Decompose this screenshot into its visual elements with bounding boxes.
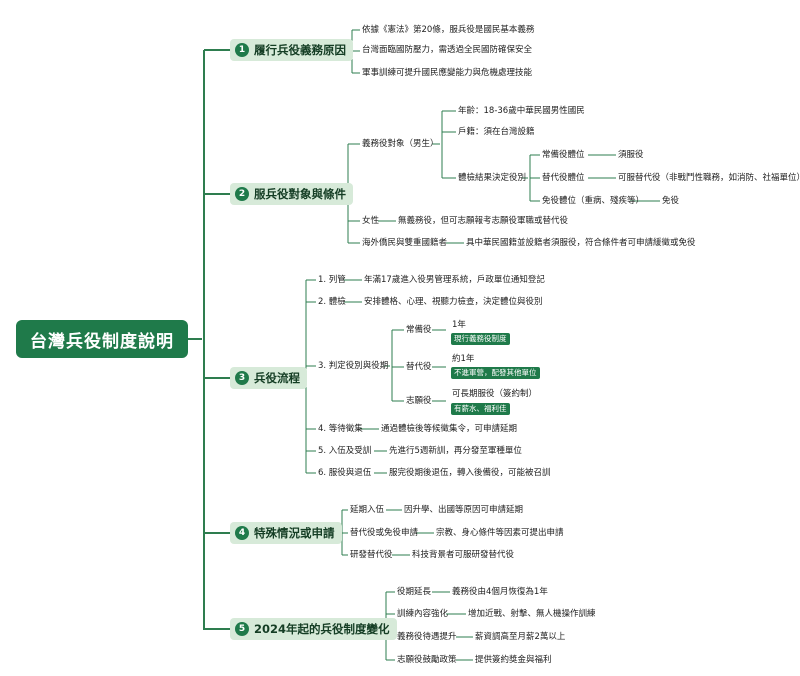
root-node-title: 台灣兵役制度說明 — [16, 320, 188, 358]
step-2: 2. 體檢 — [318, 297, 346, 307]
special-value: 科技背景者可服研發替代役 — [412, 550, 515, 560]
step-1-desc: 年滿17歲進入役男管理系統，戶政單位通知登記 — [364, 275, 545, 285]
female-desc: 無義務役，但可志願報考志願役軍職或替代役 — [398, 216, 569, 226]
overseas-node: 海外僑民與雙重國籍者 — [362, 238, 448, 248]
badge-5: 5 — [235, 622, 249, 636]
badge-3: 3 — [235, 371, 249, 385]
regular-period: 1年 — [452, 320, 466, 330]
substitute-period: 約1年 — [452, 354, 475, 364]
change-value: 提供簽約獎金與福利 — [475, 655, 552, 665]
volunteer-period: 可長期服役（簽約制） — [452, 389, 538, 399]
obligation-node: 義務役對象（男生） — [362, 139, 439, 149]
change-value: 薪資調高至月薪2萬以上 — [475, 632, 566, 642]
substitute-fit: 替代役體位 — [542, 173, 585, 183]
special-key: 研發替代役 — [350, 550, 393, 560]
step-2-desc: 安排體格、心理、視聽力檢查，決定體位與役別 — [364, 297, 543, 307]
substitute-fit-result: 可服替代役（非戰鬥性職務，如消防、社福單位）。 — [618, 173, 800, 183]
branch-5: 5 2024年起的兵役制度變化 — [230, 618, 397, 640]
registry-node: 戶籍：須在台灣設籍 — [458, 127, 535, 137]
branch-1: 1 履行兵役義務原因 — [230, 39, 353, 61]
change-value: 增加近戰、射擊、無人機操作訓練 — [468, 609, 596, 619]
special-key: 替代役或免役申請 — [350, 528, 419, 538]
special-value: 因升學、出國等原因可申請延期 — [404, 505, 524, 515]
step-5-desc: 先進行5週新訓，再分發至軍種單位 — [389, 446, 522, 456]
branch-1-label: 履行兵役義務原因 — [254, 43, 346, 57]
change-key: 訓練內容強化 — [397, 609, 449, 619]
substitute-tag: 不進軍營，配發其他單位 — [451, 367, 540, 379]
special-key: 延期入伍 — [350, 505, 385, 515]
regular-fit: 常備役體位 — [542, 150, 585, 160]
step-4-desc: 通過體檢後等候徵集令，可申請延期 — [381, 424, 518, 434]
reason-item: 依據《憲法》第20條，服兵役是國民基本義務 — [362, 25, 535, 35]
branch-3-label: 兵役流程 — [254, 371, 300, 385]
badge-2: 2 — [235, 187, 249, 201]
special-value: 宗教、身心條件等因素可提出申請 — [436, 528, 564, 538]
change-key: 義務役待遇提升 — [397, 632, 457, 642]
branch-2: 2 服兵役對象與條件 — [230, 183, 353, 205]
step-6: 6. 服役與退伍 — [318, 468, 372, 478]
medical-node: 體檢結果決定役別 — [458, 173, 527, 183]
regular-fit-result: 須服役 — [618, 150, 644, 160]
step-4: 4. 等待徵集 — [318, 424, 363, 434]
change-value: 義務役由4個月恢復為1年 — [452, 587, 548, 597]
step-6-desc: 服完役期後退伍，轉入後備役，可能被召訓 — [389, 468, 551, 478]
change-key: 役期延長 — [397, 587, 432, 597]
volunteer-tag: 有薪水、福利佳 — [451, 403, 510, 415]
substitute-service: 替代役 — [406, 362, 432, 372]
step-5: 5. 入伍及受訓 — [318, 446, 372, 456]
badge-1: 1 — [235, 43, 249, 57]
branch-3: 3 兵役流程 — [230, 367, 307, 389]
reason-item: 軍事訓練可提升國民應變能力與危機處理技能 — [362, 68, 533, 78]
regular-service: 常備役 — [406, 325, 432, 335]
exempt-fit-result: 免役 — [662, 196, 680, 206]
volunteer-service: 志願役 — [406, 396, 432, 406]
reason-item: 台灣面臨國防壓力，需透過全民國防確保安全 — [362, 45, 533, 55]
exempt-fit: 免役體位（重病、殘疾等） — [542, 196, 645, 206]
step-3: 3. 判定役別與役期 — [318, 361, 389, 371]
step-1: 1. 列管 — [318, 275, 346, 285]
branch-2-label: 服兵役對象與條件 — [254, 187, 346, 201]
badge-4: 4 — [235, 526, 249, 540]
age-node: 年齡：18-36歲中華民國男性國民 — [458, 106, 585, 116]
change-key: 志願役鼓勵政策 — [397, 655, 457, 665]
overseas-desc: 具中華民國籍並設籍者須服役，符合條件者可申請緩徵或免役 — [466, 238, 696, 248]
branch-4: 4 特殊情況或申請 — [230, 522, 342, 544]
branch-4-label: 特殊情況或申請 — [254, 526, 335, 540]
regular-tag: 現行義務役制度 — [451, 333, 510, 345]
branch-5-label: 2024年起的兵役制度變化 — [254, 622, 390, 636]
female-node: 女性 — [362, 216, 380, 226]
